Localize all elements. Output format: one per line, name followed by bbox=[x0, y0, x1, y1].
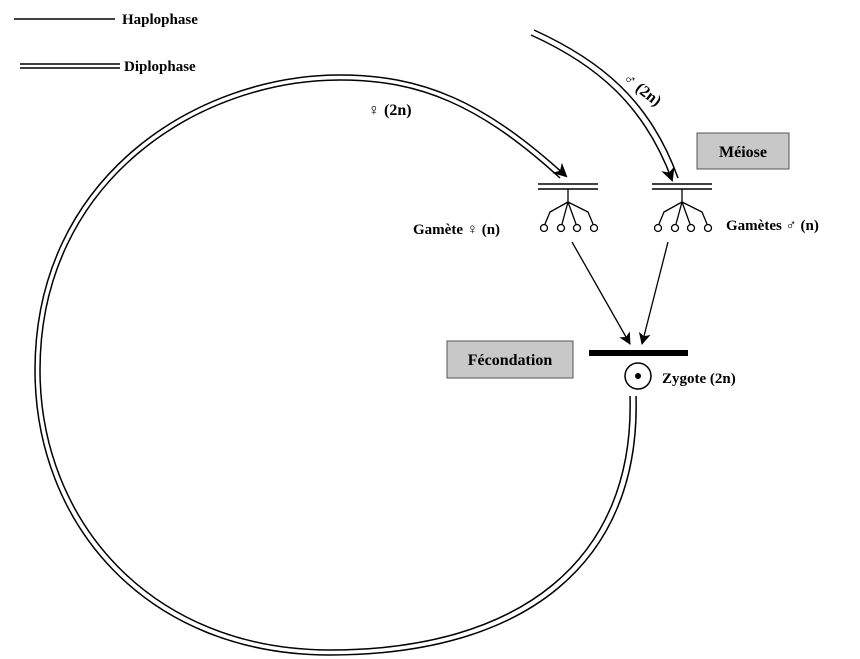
female-gamete-circle-3 bbox=[572, 223, 582, 233]
diplophase-legend-label: Diplophase bbox=[124, 59, 196, 75]
male-incoming-arrow bbox=[530, 29, 679, 182]
female-cycle-loop bbox=[34, 74, 637, 656]
female-gamete-tree bbox=[539, 189, 599, 233]
female-gamete-circle-1 bbox=[539, 223, 549, 233]
female-meiosis-bars bbox=[538, 183, 598, 190]
male-gamete-circle-3 bbox=[686, 223, 696, 233]
female-gamete-arrow bbox=[571, 241, 631, 345]
male-gamete-circle-4 bbox=[703, 223, 713, 233]
meiose-box: Méiose bbox=[696, 132, 790, 170]
legend: Haplophase Diplophase bbox=[14, 12, 198, 75]
zygote-label: Zygote (2n) bbox=[662, 371, 736, 387]
gametes-male-label: Gamètes ♂ (n) bbox=[726, 218, 819, 234]
male-gamete-circle-1 bbox=[653, 223, 663, 233]
fecondation-label: Fécondation bbox=[468, 352, 553, 369]
female-gamete-circle-2 bbox=[556, 223, 566, 233]
male-gamete-tree bbox=[653, 189, 713, 233]
zygote-symbol bbox=[624, 362, 652, 390]
male-gamete-circle-2 bbox=[670, 223, 680, 233]
haplophase-legend-label: Haplophase bbox=[122, 12, 198, 28]
fecondation-box: Fécondation bbox=[446, 340, 574, 379]
female-2n-label: ♀ (2n) bbox=[368, 102, 412, 119]
male-meiosis-bars bbox=[652, 183, 712, 190]
male-2n-label: ♂ (2n) bbox=[620, 70, 665, 110]
fecondation-bar bbox=[589, 350, 688, 356]
gamete-female-label: Gamète ♀ (n) bbox=[413, 222, 500, 238]
male-gamete-arrow bbox=[638, 241, 669, 345]
female-gamete-circle-4 bbox=[589, 223, 599, 233]
meiose-label: Méiose bbox=[719, 144, 767, 161]
